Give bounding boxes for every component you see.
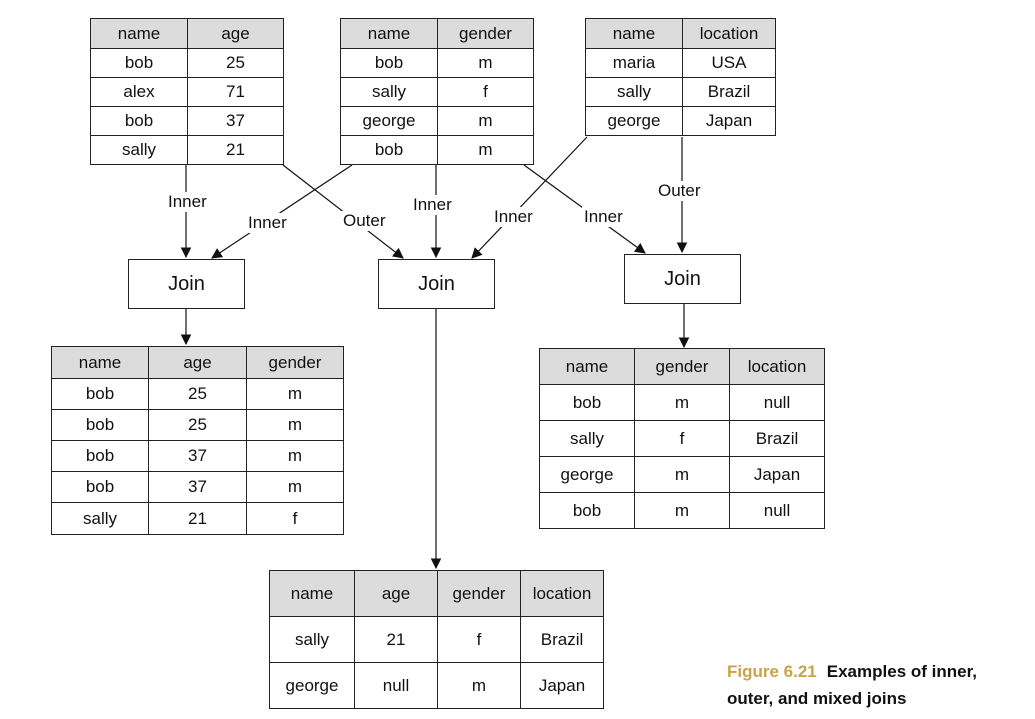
caption-text-2: outer, and mixed joins	[727, 689, 907, 708]
cell: m	[634, 456, 730, 493]
cell: m	[437, 135, 534, 165]
cell: m	[437, 48, 534, 78]
edge-t3-mid	[471, 136, 588, 259]
header-cell: gender	[246, 346, 344, 379]
cell: f	[437, 77, 534, 107]
cell: Japan	[520, 662, 604, 709]
cell: sally	[585, 77, 683, 107]
cell: m	[246, 409, 344, 441]
join-box-left: Join	[128, 259, 245, 309]
cell: george	[269, 662, 355, 709]
cell: 25	[148, 378, 247, 410]
header-cell: gender	[437, 18, 534, 49]
cell: 21	[354, 616, 438, 663]
header-cell: name	[269, 570, 355, 617]
cell: 25	[148, 409, 247, 441]
join-box-right: Join	[624, 254, 741, 304]
header-cell: gender	[634, 348, 730, 385]
header-cell: location	[729, 348, 825, 385]
header-cell: name	[90, 18, 188, 49]
cell: sally	[269, 616, 355, 663]
header-cell: age	[187, 18, 284, 49]
cell: Japan	[682, 106, 776, 136]
cell: null	[729, 384, 825, 421]
cell: bob	[51, 471, 149, 503]
cell: null	[354, 662, 438, 709]
cell: sally	[340, 77, 438, 107]
cell: bob	[539, 384, 635, 421]
cell: Brazil	[682, 77, 776, 107]
cell: null	[729, 492, 825, 529]
cell: 37	[187, 106, 284, 136]
edge-t2-left	[211, 164, 353, 259]
cell: bob	[539, 492, 635, 529]
label-t2-mid: Inner	[411, 195, 454, 215]
cell: USA	[682, 48, 776, 78]
cell: m	[437, 106, 534, 136]
header-cell: location	[520, 570, 604, 617]
cell: bob	[340, 48, 438, 78]
caption-text-1: Examples of inner,	[826, 662, 977, 681]
cell: 71	[187, 77, 284, 107]
cell: george	[340, 106, 438, 136]
cell: m	[246, 440, 344, 472]
cell: m	[634, 384, 730, 421]
figure-number: Figure 6.21	[727, 662, 817, 681]
cell: george	[585, 106, 683, 136]
cell: f	[634, 420, 730, 457]
header-cell: location	[682, 18, 776, 49]
label-t2-right: Inner	[582, 207, 625, 227]
cell: bob	[51, 440, 149, 472]
cell: alex	[90, 77, 188, 107]
header-cell: name	[539, 348, 635, 385]
cell: Brazil	[729, 420, 825, 457]
label-t3-mid: Inner	[492, 207, 535, 227]
cell: maria	[585, 48, 683, 78]
cell: bob	[51, 378, 149, 410]
cell: f	[437, 616, 521, 663]
header-cell: name	[340, 18, 438, 49]
label-t1-mid: Outer	[341, 211, 388, 231]
cell: bob	[340, 135, 438, 165]
figure-caption: Figure 6.21 Examples of inner, outer, and…	[727, 658, 977, 712]
cell: george	[539, 456, 635, 493]
cell: 21	[187, 135, 284, 165]
label-t3-right: Outer	[656, 181, 703, 201]
label-t1-left: Inner	[166, 192, 209, 212]
cell: 25	[187, 48, 284, 78]
cell: bob	[51, 409, 149, 441]
header-cell: age	[354, 570, 438, 617]
cell: m	[246, 471, 344, 503]
header-cell: gender	[437, 570, 521, 617]
cell: 37	[148, 440, 247, 472]
cell: Brazil	[520, 616, 604, 663]
cell: m	[437, 662, 521, 709]
cell: m	[634, 492, 730, 529]
cell: sally	[90, 135, 188, 165]
cell: 21	[148, 502, 247, 535]
header-cell: name	[51, 346, 149, 379]
cell: sally	[51, 502, 149, 535]
join-box-middle: Join	[378, 259, 495, 309]
cell: 37	[148, 471, 247, 503]
header-cell: age	[148, 346, 247, 379]
cell: m	[246, 378, 344, 410]
cell: bob	[90, 48, 188, 78]
cell: Japan	[729, 456, 825, 493]
cell: f	[246, 502, 344, 535]
label-t2-left: Inner	[246, 213, 289, 233]
cell: bob	[90, 106, 188, 136]
caption-line-1: Figure 6.21 Examples of inner,	[727, 658, 977, 685]
header-cell: name	[585, 18, 683, 49]
cell: sally	[539, 420, 635, 457]
